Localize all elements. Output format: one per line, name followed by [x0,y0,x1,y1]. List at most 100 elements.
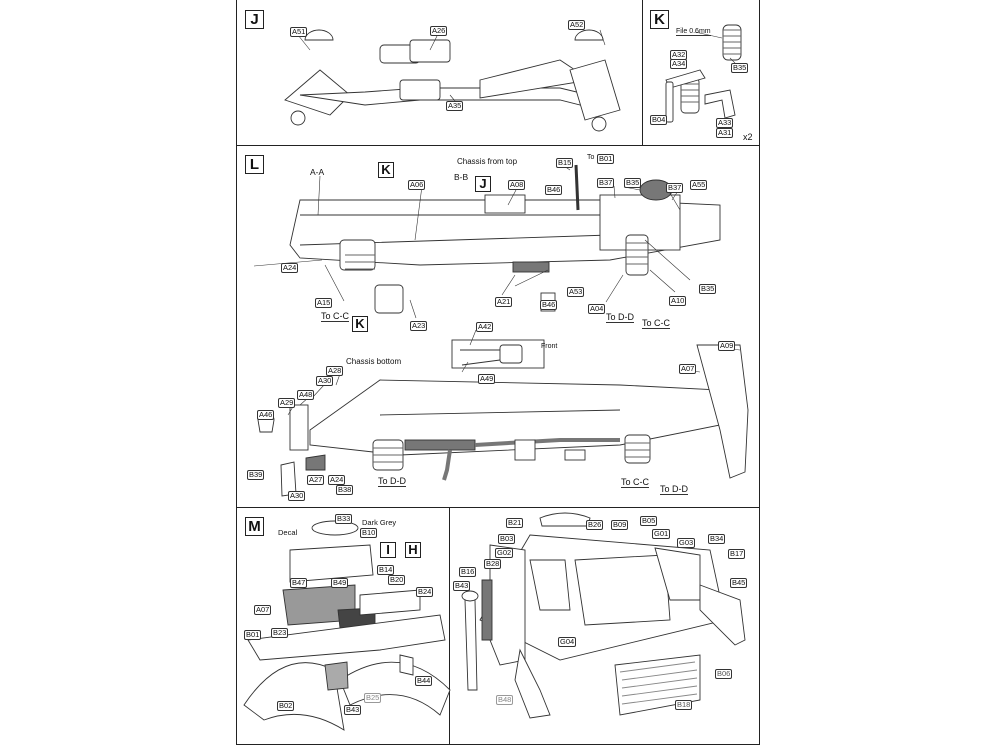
part-label-g01: G01 [652,529,671,539]
part-label-a52: A52 [568,20,586,30]
section-m-badge: M [245,517,264,536]
divider-top-row [236,145,760,146]
section-l-badge: L [245,155,264,174]
part-label-b05: B05 [640,516,658,526]
part-label-g04: G04 [558,637,577,647]
section-mark-a-a: A-A [310,167,325,177]
part-label-b44: B44 [415,676,433,686]
part-label-a53: A53 [567,287,585,297]
part-label-a49: A49 [478,374,496,384]
part-label-b35: B35 [731,63,749,73]
part-label-a31: A31 [716,128,734,138]
part-label-b20: B20 [388,575,406,585]
part-label-a42: A42 [476,322,494,332]
part-label-b47: B47 [290,578,308,588]
section-j-badge: J [245,10,264,29]
callout-to-c-c-left: To C-C [321,311,350,322]
part-label-b28: B28 [484,559,502,569]
part-label-b09: B09 [611,520,629,530]
part-label-a27: A27 [307,475,325,485]
part-label-a23: A23 [410,321,428,331]
chassis-top-title: Chassis from top [457,157,518,166]
callout-to-d-d-top: To D-D [606,312,635,323]
instruction-sheet-frame [236,0,760,745]
part-label-b10: B10 [360,528,378,538]
callout-to-c-c-top: To C-C [642,318,671,329]
part-label-a28: A28 [326,366,344,376]
part-label-a30-lower: A30 [288,491,306,501]
ref-section-k-upper: K [378,162,394,178]
ref-section-h: H [405,542,421,558]
part-label-b43-cockpit: B43 [344,705,362,715]
part-label-b35-right: B35 [699,284,717,294]
front-note: Front [541,343,558,350]
part-label-b14: B14 [377,565,395,575]
part-label-a48: A48 [297,390,315,400]
part-label-b33: B33 [335,514,353,524]
part-label-b39: B39 [247,470,265,480]
part-label-a34: A34 [670,59,688,69]
part-label-b01: B01 [244,630,262,640]
ref-section-k-lower: K [352,316,368,332]
part-label-b04: B04 [650,115,668,125]
part-label-a24-bottom: A24 [328,475,346,485]
part-label-b01-ref: B01 [597,154,615,164]
part-label-a04: A04 [588,304,606,314]
part-label-a26: A26 [430,26,448,36]
part-label-b18: B18 [675,700,693,710]
part-label-b38: B38 [336,485,354,495]
part-label-b26: B26 [586,520,604,530]
quantity-multiplier: x2 [743,132,753,142]
to-b01-prefix: To [587,154,595,161]
part-label-b46-top: B46 [545,185,563,195]
part-label-a30-upper: A30 [316,376,334,386]
part-label-b17: B17 [728,549,746,559]
part-label-a07-chassis: A07 [679,364,697,374]
part-label-b21: B21 [506,518,524,528]
part-label-b06: B06 [715,669,733,679]
part-label-b35-top: B35 [624,178,642,188]
part-label-b48: B48 [496,695,514,705]
part-label-a21: A21 [495,297,513,307]
part-label-a24-top: A24 [281,263,299,273]
part-label-a33: A33 [716,118,734,128]
part-label-b16: B16 [459,567,477,577]
part-label-a55: A55 [690,180,708,190]
part-label-b37-left: B37 [597,178,615,188]
part-label-b49: B49 [331,578,349,588]
part-label-b03: B03 [498,534,516,544]
divider-bottom-row [236,507,760,508]
file-note: File 0.6mm [676,28,711,36]
part-label-a08: A08 [508,180,526,190]
part-label-b25: B25 [364,693,382,703]
section-k-badge: K [650,10,669,29]
section-mark-b-b: B-B [454,172,469,182]
part-label-a51: A51 [290,27,308,37]
part-label-g02: G02 [495,548,514,558]
part-label-a35: A35 [446,101,464,111]
divider-m-cab [449,507,450,745]
part-label-b45: B45 [730,578,748,588]
part-label-b24: B24 [416,587,434,597]
part-label-b23: B23 [271,628,289,638]
chassis-bottom-title: Chassis bottom [346,357,402,366]
part-label-b02: B02 [277,701,295,711]
part-label-a46: A46 [257,410,275,420]
part-label-a29: A29 [278,398,296,408]
part-label-b37-right: B37 [666,183,684,193]
part-label-b15: B15 [556,158,574,168]
part-label-a09: A09 [718,341,736,351]
ref-section-j: J [475,176,491,192]
part-label-a15: A15 [315,298,333,308]
part-label-b46-bottom: B46 [540,300,558,310]
callout-to-d-d-left: To D-D [378,476,407,487]
part-label-b43-cab: B43 [453,581,471,591]
part-label-a07-cockpit: A07 [254,605,272,615]
dark-grey-note: Dark Grey [362,518,397,527]
callout-to-d-d-right: To D-D [660,484,689,495]
callout-to-c-c-bottom: To C-C [621,477,650,488]
part-label-a06: A06 [408,180,426,190]
decal-note: Decal [278,528,298,537]
part-label-a10: A10 [669,296,687,306]
ref-section-i: I [380,542,396,558]
